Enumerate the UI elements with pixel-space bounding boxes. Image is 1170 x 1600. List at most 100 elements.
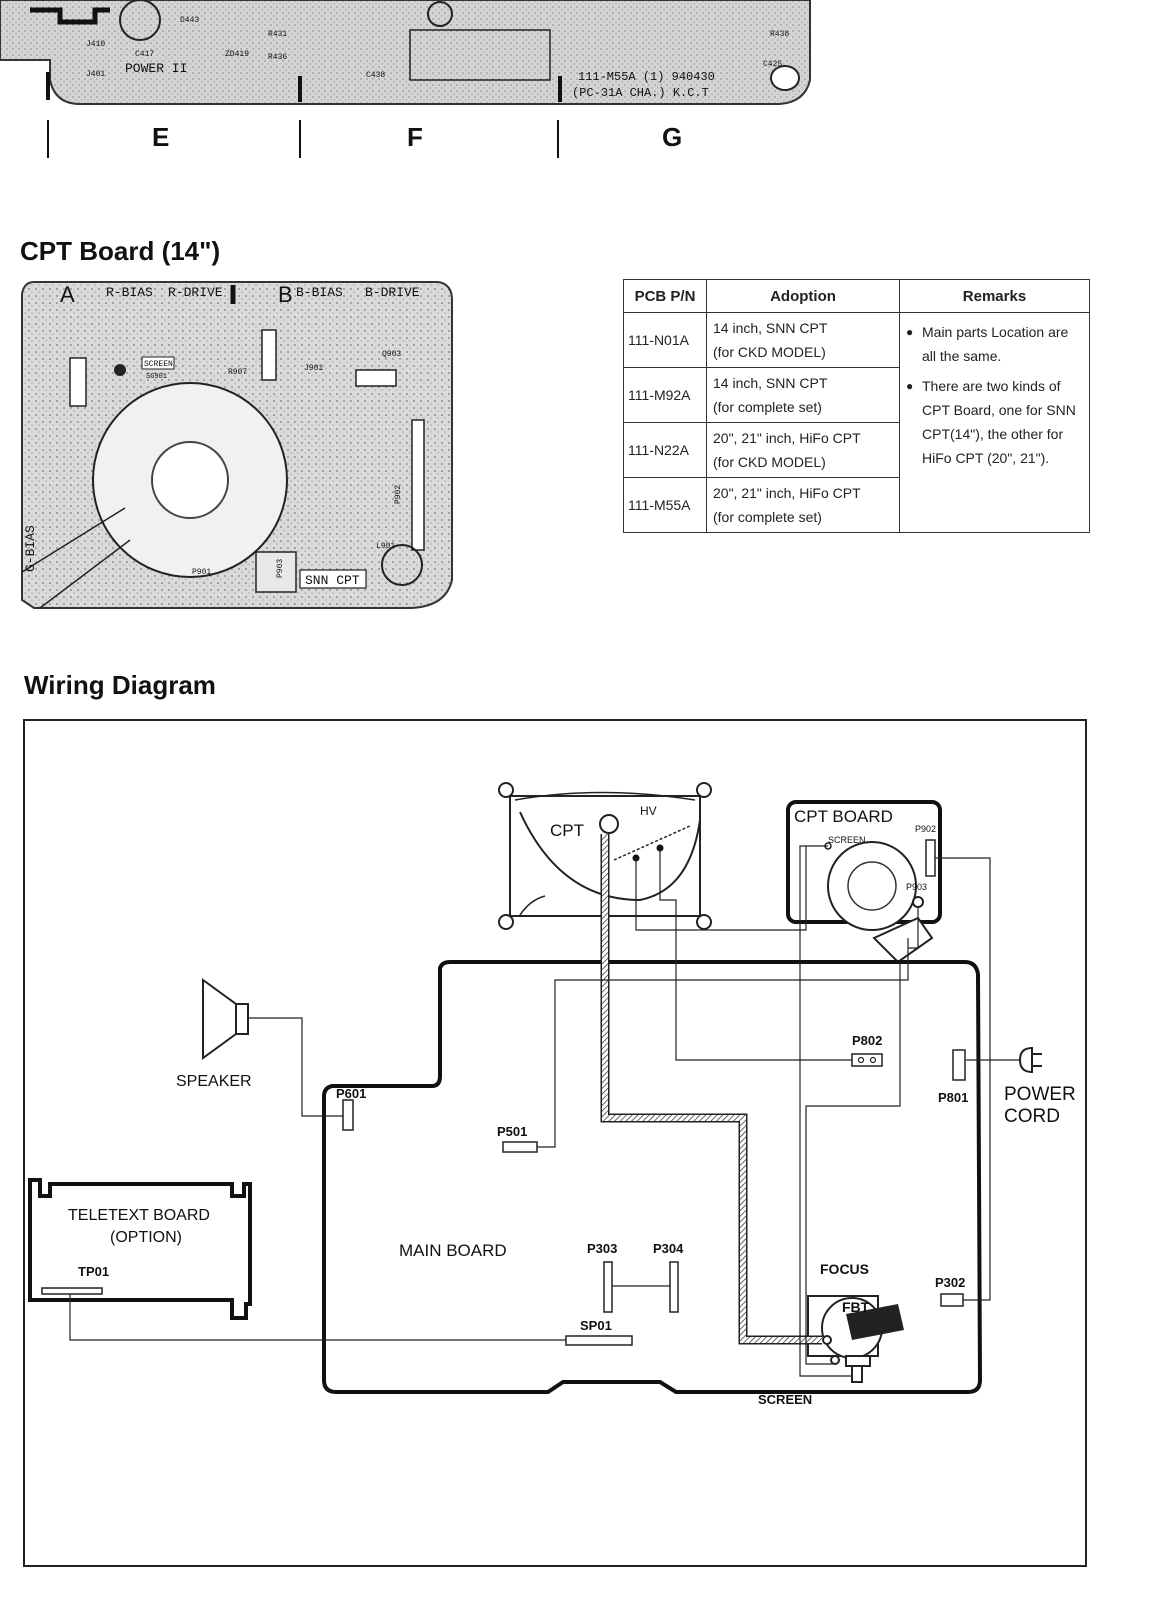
wiring-diagram-title: Wiring Diagram <box>24 670 216 700</box>
cell-pn: 111-M55A <box>623 477 707 533</box>
table-row: 111-N01A 14 inch, SNN CPT (for CKD MODEL… <box>623 312 1090 533</box>
column-label-g: G <box>662 122 683 152</box>
speaker-icon <box>202 978 249 1060</box>
label-b-drive: B-DRIVE <box>365 285 420 300</box>
cell-adoption: 14 inch, SNN CPT (for CKD MODEL) <box>706 312 900 368</box>
label-q903: Q903 <box>382 350 401 359</box>
cell-adoption-line2: (for CKD MODEL) <box>713 344 826 360</box>
remark-item: Main parts Location are all the same. <box>906 320 1083 368</box>
label-pcb-number: 111-M55A (1) 940430 <box>578 70 715 84</box>
label-p902-pcb: P902 <box>394 485 403 504</box>
label-power-ii: POWER II <box>125 61 187 76</box>
label-power-cord-2: CORD <box>1004 1106 1060 1127</box>
label-sg901: SG901 <box>146 373 167 381</box>
cpt-board-title: CPT Board (14") <box>20 236 221 266</box>
label-power-cord: POWER <box>1004 1084 1076 1105</box>
wiring-diagram-drawing: CPT HV CPT BOARD SCREEN P902 P903 TELETE… <box>23 719 1087 1567</box>
column-divider-1 <box>47 120 49 158</box>
cell-adoption-line2: (for complete set) <box>713 509 822 525</box>
label-fbt: FBT <box>842 1299 870 1315</box>
cell-pn: 111-M92A <box>623 367 707 423</box>
label-r-drive: R-DRIVE <box>168 285 223 300</box>
power-plug-icon <box>966 1046 1042 1074</box>
label-a: A <box>60 282 75 307</box>
cell-adoption-line1: 14 inch, SNN CPT <box>713 375 828 391</box>
label-pcb-chassis: (PC-31A CHA.) K.C.T <box>572 86 709 100</box>
pcb-table: PCB P/N Adoption Remarks 111-N01A 14 inc… <box>623 279 1090 533</box>
column-label-e: E <box>152 122 170 152</box>
column-divider-3 <box>557 120 559 158</box>
table-row: 111-M55A 20", 21" inch, HiFo CPT (for co… <box>623 477 1090 533</box>
label-d443: D443 <box>180 16 199 25</box>
label-zd419: ZD419 <box>225 50 249 59</box>
cpt-board-drawing: A R-BIAS R-DRIVE B B-BIAS B-DRIVE G-BIAS… <box>21 281 453 609</box>
label-screen-cpt-board: SCREEN <box>828 835 866 845</box>
label-screen-pcb: SCREEN <box>144 360 173 369</box>
cpt-board-block <box>786 800 942 964</box>
connector-p601 <box>342 1099 354 1131</box>
cell-remarks: Main parts Location are all the same. Th… <box>899 312 1090 533</box>
cell-adoption: 14 inch, SNN CPT (for complete set) <box>706 367 900 423</box>
label-p802: P802 <box>852 1033 882 1048</box>
label-l901: L901 <box>376 542 395 551</box>
table-row: 111-M92A 14 inch, SNN CPT (for complete … <box>623 367 1090 423</box>
label-r907: R907 <box>228 368 247 377</box>
connector-p302 <box>940 1293 964 1307</box>
label-p903: P903 <box>906 882 927 892</box>
label-c438: C438 <box>366 71 385 80</box>
cell-adoption: 20", 21" inch, HiFo CPT (for CKD MODEL) <box>706 422 900 478</box>
label-r436: R436 <box>268 53 287 62</box>
wiring-lines <box>69 845 991 1377</box>
cell-adoption-line1: 20", 21" inch, HiFo CPT <box>713 485 861 501</box>
connector-p303 <box>603 1261 613 1313</box>
connector-p801 <box>952 1049 966 1081</box>
label-j410: J410 <box>86 40 105 49</box>
wiring-diagram: CPT HV CPT BOARD SCREEN P902 P903 TELETE… <box>0 700 1170 1580</box>
table-row: 111-N22A 20", 21" inch, HiFo CPT (for CK… <box>623 422 1090 478</box>
column-label-f: F <box>407 122 423 152</box>
label-p302: P302 <box>935 1275 965 1290</box>
label-j901: J901 <box>304 364 323 373</box>
label-p903-pcb: P903 <box>276 559 285 578</box>
label-focus: FOCUS <box>820 1261 869 1277</box>
cell-adoption: 20", 21" inch, HiFo CPT (for complete se… <box>706 477 900 533</box>
top-pcb-strip: POWER II 111-M55A (1) 940430 (PC-31A CHA… <box>0 0 862 121</box>
label-teletext-option: (OPTION) <box>110 1229 182 1246</box>
label-main-board: MAIN BOARD <box>399 1241 507 1260</box>
cell-adoption-line2: (for CKD MODEL) <box>713 454 826 470</box>
cell-adoption-line1: 20", 21" inch, HiFo CPT <box>713 430 861 446</box>
wiring-frame <box>23 719 1087 1567</box>
connector-sp01 <box>565 1335 633 1346</box>
label-p801: P801 <box>938 1090 968 1105</box>
cell-pn: 111-N22A <box>623 422 707 478</box>
label-tp01: TP01 <box>78 1264 109 1279</box>
header-adoption: Adoption <box>706 279 900 313</box>
remarks-list: Main parts Location are all the same. Th… <box>906 320 1083 470</box>
label-hv: HV <box>640 804 657 818</box>
label-b: B <box>278 282 293 307</box>
label-p303: P303 <box>587 1241 617 1256</box>
label-cpt-board: CPT BOARD <box>794 807 893 826</box>
label-cpt: CPT <box>550 821 584 840</box>
connector-p501 <box>502 1141 538 1153</box>
label-screen-fbt: SCREEN <box>758 1392 812 1407</box>
label-p601: P601 <box>336 1086 366 1101</box>
label-speaker: SPEAKER <box>176 1073 252 1090</box>
label-b-bias: B-BIAS <box>296 285 343 300</box>
label-p902: P902 <box>915 824 936 834</box>
header-pcb-pn: PCB P/N <box>623 279 707 313</box>
label-c425: C425 <box>763 60 782 69</box>
column-divider-2 <box>299 120 301 158</box>
main-board-outline <box>322 960 983 1394</box>
label-j401: J401 <box>86 70 105 79</box>
label-r438: R438 <box>770 30 789 39</box>
pcb-table-header-row: PCB P/N Adoption Remarks <box>623 279 1090 313</box>
label-g-bias: G-BIAS <box>23 525 38 572</box>
connector-p304 <box>669 1261 679 1313</box>
label-p501: P501 <box>497 1124 527 1139</box>
label-snn-cpt: SNN CPT <box>305 573 360 588</box>
teletext-board-outline <box>28 1178 252 1320</box>
fbt-block <box>807 1295 904 1383</box>
label-teletext-board: TELETEXT BOARD <box>68 1207 210 1224</box>
cell-pn: 111-N01A <box>623 312 707 368</box>
